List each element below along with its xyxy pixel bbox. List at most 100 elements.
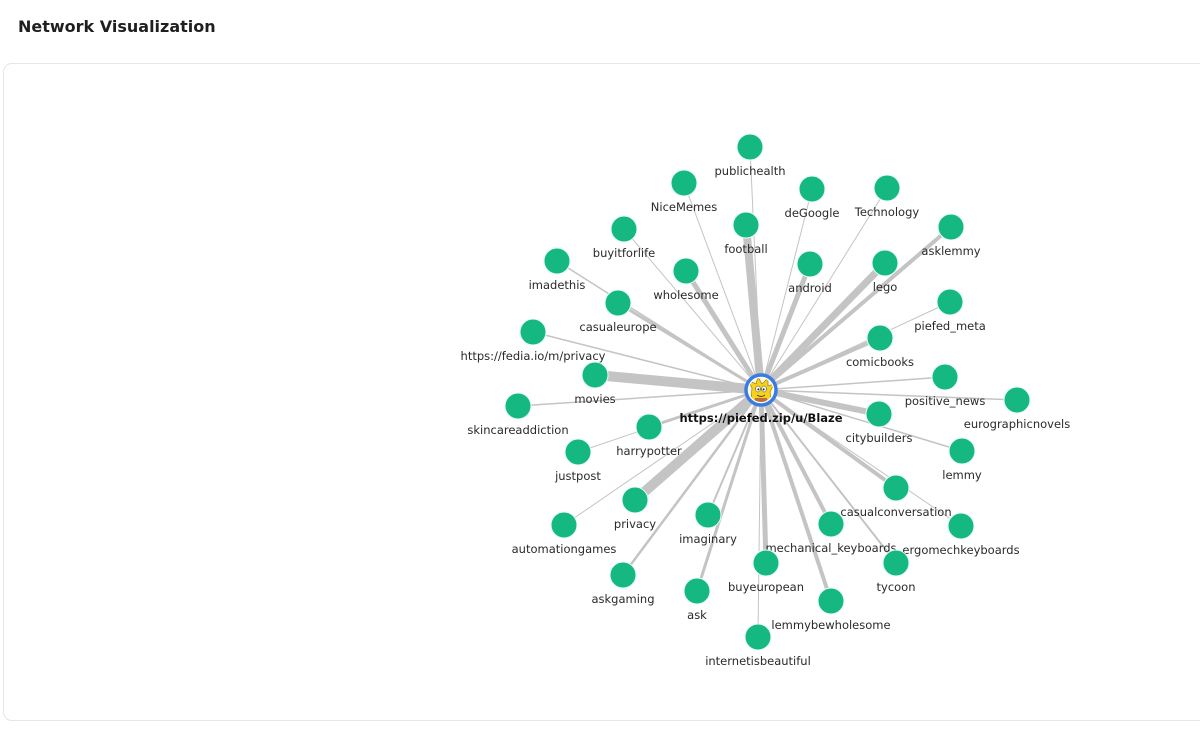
node-label: piefed_meta bbox=[914, 319, 986, 333]
node-circle[interactable] bbox=[796, 250, 824, 278]
graph-node[interactable]: android bbox=[788, 250, 832, 295]
graph-node[interactable]: NiceMemes bbox=[651, 169, 717, 214]
graph-node[interactable]: deGoogle bbox=[785, 175, 840, 220]
graph-node[interactable]: piefed_meta bbox=[914, 288, 986, 333]
node-label: publichealth bbox=[714, 164, 785, 178]
graph-node[interactable]: positive_news bbox=[905, 363, 986, 408]
graph-edge bbox=[757, 389, 762, 638]
graph-node[interactable]: automationgames bbox=[512, 511, 617, 556]
node-circle[interactable] bbox=[581, 361, 609, 389]
node-circle[interactable] bbox=[610, 215, 638, 243]
graph-node[interactable]: Technology bbox=[854, 174, 920, 219]
graph-node[interactable]: wholesome bbox=[653, 257, 719, 302]
node-circle[interactable] bbox=[936, 288, 964, 316]
node-circle[interactable] bbox=[732, 211, 760, 239]
node-circle[interactable] bbox=[866, 324, 894, 352]
node-circle[interactable] bbox=[683, 577, 711, 605]
node-circle[interactable] bbox=[744, 623, 772, 651]
node-circle[interactable] bbox=[550, 511, 578, 539]
graph-node[interactable]: lemmy bbox=[942, 437, 982, 482]
node-label: casualeurope bbox=[579, 320, 656, 334]
node-circle[interactable] bbox=[694, 501, 722, 529]
graph-edge bbox=[617, 301, 762, 392]
node-circle[interactable] bbox=[543, 247, 571, 275]
node-circle[interactable] bbox=[752, 549, 780, 577]
graph-edge bbox=[594, 370, 762, 395]
graph-edge bbox=[760, 188, 813, 391]
graph-edge bbox=[759, 389, 833, 525]
node-circle[interactable] bbox=[672, 257, 700, 285]
node-label: eurographicnovels bbox=[964, 417, 1070, 431]
node-circle[interactable] bbox=[504, 392, 532, 420]
graph-edge bbox=[760, 389, 1018, 401]
graph-edge bbox=[758, 389, 769, 564]
node-label: https://fedia.io/m/privacy bbox=[461, 349, 606, 363]
graph-edge bbox=[760, 389, 897, 564]
graph-edge bbox=[532, 331, 762, 391]
graph-node[interactable]: askgaming bbox=[591, 561, 655, 606]
graph-node[interactable]: ergomechkeyboards bbox=[902, 512, 1020, 557]
node-circle[interactable] bbox=[670, 169, 698, 197]
graph-node[interactable]: buyeuropean bbox=[728, 549, 804, 594]
graph-node[interactable]: imadethis bbox=[529, 247, 586, 292]
node-label: buyitforlife bbox=[593, 246, 655, 260]
graph-node[interactable]: casualeurope bbox=[579, 289, 657, 334]
node-label: ergomechkeyboards bbox=[902, 543, 1019, 557]
graph-node[interactable]: lego bbox=[871, 249, 899, 294]
node-label: wholesome bbox=[653, 288, 718, 302]
node-circle[interactable] bbox=[871, 249, 899, 277]
graph-edge bbox=[758, 260, 888, 393]
graph-node[interactable]: tycoon bbox=[877, 549, 916, 594]
graph-node[interactable]: comicbooks bbox=[846, 324, 914, 369]
graph-edge bbox=[760, 376, 946, 391]
graph-node[interactable]: privacy bbox=[614, 486, 656, 531]
node-circle[interactable] bbox=[882, 474, 910, 502]
node-label: mechanical_keyboards bbox=[765, 541, 896, 555]
graph-node[interactable]: asklemmy bbox=[921, 213, 981, 258]
node-circle[interactable] bbox=[1003, 386, 1031, 414]
graph-node[interactable]: lemmybewholesome bbox=[771, 587, 891, 632]
graph-node[interactable]: skincareaddiction bbox=[467, 392, 569, 437]
center-node[interactable]: https://piefed.zip/u/Blaze bbox=[679, 373, 843, 425]
node-circle[interactable] bbox=[865, 400, 893, 428]
graph-node[interactable]: justpost bbox=[554, 438, 601, 483]
node-circle[interactable] bbox=[519, 318, 547, 346]
graph-node[interactable]: buyitforlife bbox=[593, 215, 655, 260]
graph-node[interactable]: eurographicnovels bbox=[964, 386, 1070, 431]
graph-node[interactable]: football bbox=[724, 211, 768, 256]
graph-node[interactable]: citybuilders bbox=[846, 400, 913, 445]
node-circle[interactable] bbox=[609, 561, 637, 589]
node-circle[interactable] bbox=[937, 213, 965, 241]
node-circle[interactable] bbox=[931, 363, 959, 391]
graph-node[interactable]: internetisbeautiful bbox=[705, 623, 811, 668]
node-circle[interactable] bbox=[564, 438, 592, 466]
node-circle[interactable] bbox=[948, 437, 976, 465]
node-label: comicbooks bbox=[846, 355, 914, 369]
node-circle[interactable] bbox=[882, 549, 910, 577]
graph-node[interactable]: mechanical_keyboards bbox=[765, 510, 897, 555]
graph-edges bbox=[517, 146, 1018, 638]
graph-node[interactable]: casualconversation bbox=[840, 474, 952, 519]
node-circle[interactable] bbox=[798, 175, 826, 203]
node-circle[interactable] bbox=[817, 510, 845, 538]
node-label: lego bbox=[873, 280, 898, 294]
graph-node[interactable]: https://fedia.io/m/privacy bbox=[461, 318, 606, 363]
node-circle[interactable] bbox=[947, 512, 975, 540]
graph-node[interactable]: publichealth bbox=[714, 133, 786, 178]
node-label: ask bbox=[687, 608, 707, 622]
node-label: privacy bbox=[614, 517, 656, 531]
node-circle[interactable] bbox=[736, 133, 764, 161]
graph-edge bbox=[758, 263, 813, 391]
node-label: android bbox=[788, 281, 832, 295]
graph-node[interactable]: harrypotter bbox=[616, 413, 682, 458]
graph-node[interactable]: imaginary bbox=[679, 501, 737, 546]
node-circle[interactable] bbox=[604, 289, 632, 317]
node-circle[interactable] bbox=[635, 413, 663, 441]
node-circle[interactable] bbox=[621, 486, 649, 514]
node-circle[interactable] bbox=[817, 587, 845, 615]
graph-node[interactable]: ask bbox=[683, 577, 711, 622]
node-circle[interactable] bbox=[873, 174, 901, 202]
graph-node[interactable]: movies bbox=[574, 361, 616, 406]
node-label: askgaming bbox=[591, 592, 654, 606]
